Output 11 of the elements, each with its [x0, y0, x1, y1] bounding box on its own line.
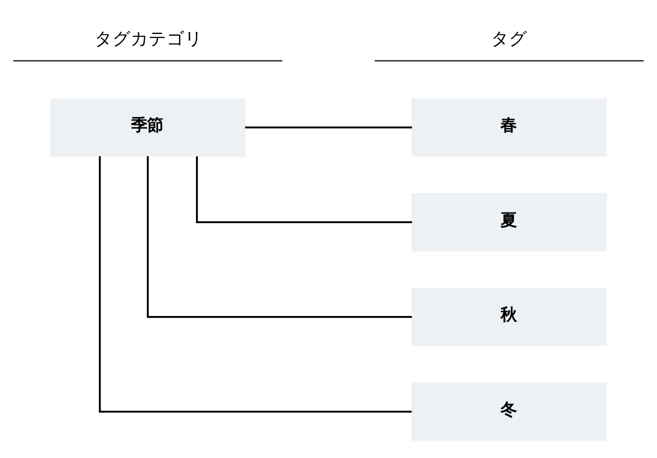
node-box: 春 [412, 98, 607, 156]
label: タグ [491, 28, 528, 49]
node-box: 夏 [412, 192, 607, 251]
connector [98, 156, 412, 412]
node-box: 冬 [412, 382, 607, 440]
connector [245, 126, 412, 128]
label: タグカテゴリ [94, 28, 203, 49]
connector [196, 156, 412, 223]
connector [146, 156, 412, 318]
node-box: 季節 [50, 98, 246, 156]
node-box: 秋 [412, 287, 607, 346]
